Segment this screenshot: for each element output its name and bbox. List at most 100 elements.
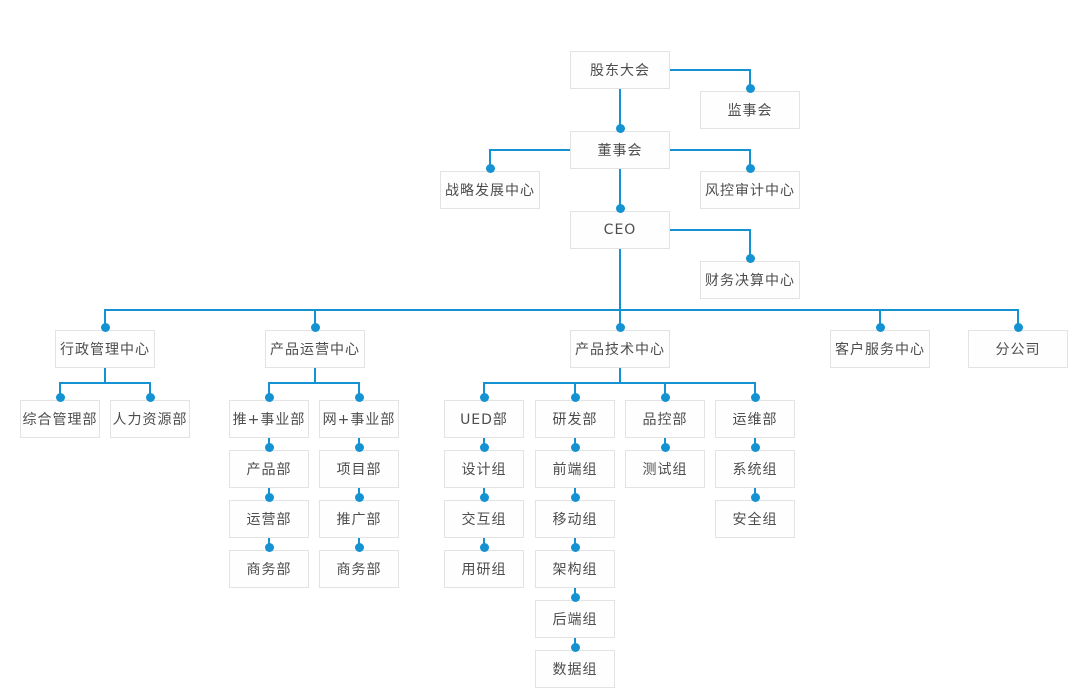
org-node-product-operation-center: 产品运营中心	[265, 330, 365, 368]
connector-line	[358, 383, 360, 400]
org-node-label: 分公司	[995, 342, 1041, 358]
connector-line	[59, 383, 61, 400]
org-node-label: 运维部	[732, 412, 778, 428]
connector-line	[1017, 310, 1019, 330]
org-node-label: 安全组	[732, 512, 778, 528]
org-node-shareholders-meeting: 股东大会	[570, 51, 670, 89]
org-node-user-research-group: 用研组	[444, 550, 524, 588]
connector-dot	[479, 542, 489, 552]
connector-dot	[660, 442, 670, 452]
connector-dot	[570, 642, 580, 652]
org-node-label: 项目部	[336, 462, 382, 478]
org-node-label: 后端组	[552, 612, 598, 628]
connector-line	[104, 310, 106, 330]
org-node-label: CEO	[603, 222, 637, 238]
connector-dot	[485, 163, 495, 173]
connector-dot	[570, 592, 580, 602]
org-node-business-dept-2: 商务部	[319, 550, 399, 588]
connector-dot	[615, 322, 625, 332]
org-node-design-group: 设计组	[444, 450, 524, 488]
org-node-label: UED部	[460, 412, 508, 428]
connector-line	[749, 69, 751, 91]
org-node-label: 交互组	[461, 512, 507, 528]
org-node-architecture-group: 架构组	[535, 550, 615, 588]
connector-dot	[55, 392, 65, 402]
org-node-rd-dept: 研发部	[535, 400, 615, 438]
connector-dot	[264, 442, 274, 452]
connector-line	[749, 149, 751, 171]
org-node-business-dept-1: 商务部	[229, 550, 309, 588]
org-node-label: 推广部	[336, 512, 382, 528]
connector-dot	[145, 392, 155, 402]
connector-line	[749, 229, 751, 261]
org-node-label: 战略发展中心	[445, 183, 535, 199]
connector-line	[268, 382, 360, 384]
org-node-financial-settlement-center: 财务决算中心	[700, 261, 800, 299]
connector-line	[670, 229, 751, 231]
connector-line	[104, 368, 106, 384]
org-node-supervisory-board: 监事会	[700, 91, 800, 129]
connector-dot	[745, 83, 755, 93]
org-node-label: 研发部	[552, 412, 598, 428]
connector-line	[619, 89, 621, 131]
connector-line	[664, 383, 666, 400]
connector-line	[489, 149, 570, 151]
connector-dot	[479, 392, 489, 402]
org-node-ued-dept: UED部	[444, 400, 524, 438]
connector-line	[574, 383, 576, 400]
connector-line	[149, 383, 151, 400]
org-node-label: 股东大会	[590, 63, 650, 79]
org-node-branch-company: 分公司	[968, 330, 1068, 368]
connector-dot	[479, 442, 489, 452]
org-node-label: 风控审计中心	[705, 183, 795, 199]
org-node-label: 产品运营中心	[270, 342, 360, 358]
connector-dot	[264, 392, 274, 402]
connector-line	[104, 309, 1019, 311]
org-node-general-management-dept: 综合管理部	[20, 400, 100, 438]
org-node-customer-service-center: 客户服务中心	[830, 330, 930, 368]
org-node-security-group: 安全组	[715, 500, 795, 538]
connector-dot	[354, 492, 364, 502]
connector-dot	[745, 163, 755, 173]
org-node-label: 商务部	[336, 562, 382, 578]
org-node-board-of-directors: 董事会	[570, 131, 670, 169]
org-node-data-group: 数据组	[535, 650, 615, 688]
connector-dot	[745, 253, 755, 263]
connector-line	[314, 368, 316, 384]
connector-line	[619, 368, 621, 384]
org-node-label: 客户服务中心	[835, 342, 925, 358]
connector-line	[619, 169, 621, 211]
org-node-product-dept: 产品部	[229, 450, 309, 488]
connector-line	[268, 383, 270, 400]
connector-line	[670, 149, 751, 151]
org-node-qc-dept: 品控部	[625, 400, 705, 438]
connector-dot	[310, 322, 320, 332]
connector-dot	[100, 322, 110, 332]
connector-line	[619, 310, 621, 330]
org-node-label: 行政管理中心	[60, 342, 150, 358]
org-node-ops-dept: 运维部	[715, 400, 795, 438]
org-node-human-resources-dept: 人力资源部	[110, 400, 190, 438]
connector-dot	[264, 542, 274, 552]
connector-line	[59, 382, 151, 384]
connector-line	[754, 383, 756, 400]
org-node-label: 架构组	[552, 562, 598, 578]
connector-line	[483, 383, 485, 400]
org-node-label: 人力资源部	[112, 412, 188, 428]
org-node-label: 系统组	[732, 462, 778, 478]
connector-dot	[354, 442, 364, 452]
org-node-label: 设计组	[461, 462, 507, 478]
connector-line	[879, 310, 881, 330]
org-node-label: 董事会	[597, 143, 643, 159]
org-node-test-group: 测试组	[625, 450, 705, 488]
org-node-label: 网+事业部	[322, 412, 396, 428]
org-node-label: 监事会	[727, 103, 773, 119]
org-node-system-group: 系统组	[715, 450, 795, 488]
connector-dot	[354, 392, 364, 402]
connector-dot	[615, 123, 625, 133]
org-node-label: 用研组	[461, 562, 507, 578]
org-node-label: 品控部	[642, 412, 688, 428]
connector-line	[489, 149, 491, 171]
connector-dot	[750, 492, 760, 502]
org-node-label: 财务决算中心	[705, 273, 795, 289]
